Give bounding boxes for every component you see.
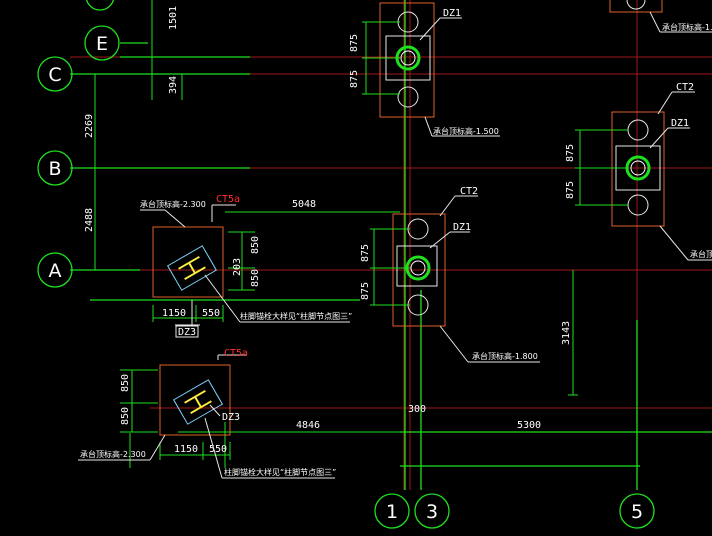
svg-text:3: 3 <box>426 501 438 523</box>
grid-lines-green <box>70 0 712 490</box>
dim-875-c: 875 <box>360 244 371 262</box>
label-dz3-upper: DZ3 <box>178 327 196 338</box>
label-cap-elev-partial-right: 承台顶标高-2.300 <box>690 249 712 259</box>
axis-bubble-b[interactable]: B <box>37 150 73 186</box>
dim-875-b: 875 <box>349 70 360 88</box>
svg-text:A: A <box>49 260 62 282</box>
svg-text:5: 5 <box>631 501 643 523</box>
pile-cap-ct5a-upper[interactable]: 850 203 850 1150 550 CT5a 承台顶标高-2.300 DZ… <box>140 194 352 338</box>
axis-bubble-5[interactable]: 5 <box>619 493 655 529</box>
axis-bubble-e[interactable]: E <box>84 25 148 61</box>
label-dz3-lower: DZ3 <box>222 412 240 423</box>
label-dz1-right: DZ1 <box>671 118 689 129</box>
dim-875-f: 875 <box>565 181 576 199</box>
pile-cap-ct5a-lower[interactable]: 850 850 1150 550 CT5a DZ3 承台顶标高-2.300 柱脚… <box>78 348 336 479</box>
svg-text:1: 1 <box>386 501 398 523</box>
pile-cap-ct2-middle[interactable]: 875 875 CT2 DZ1 承台顶标高-1.800 <box>360 186 540 363</box>
label-cap-elev-2300-upper: 承台顶标高-2.300 <box>140 199 206 209</box>
axis-bubble-c[interactable]: C <box>37 56 73 92</box>
dim-300: 300 <box>408 404 426 415</box>
dim-3143: 3143 <box>561 321 572 345</box>
axis-bubble-a[interactable]: A <box>37 252 73 288</box>
svg-text:B: B <box>48 158 61 180</box>
svg-text:C: C <box>48 64 61 86</box>
label-anchor-note-upper: 柱脚锚栓大样见“柱脚节点图三” <box>240 311 352 321</box>
dim-550-b: 550 <box>209 444 227 455</box>
dim-850-c: 850 <box>120 374 131 392</box>
dim-875-e: 875 <box>565 144 576 162</box>
label-cap-elev-1800: 承台顶标高-1.800 <box>472 351 538 361</box>
label-dz1-top: DZ1 <box>443 8 461 19</box>
pile-cap-ct2-right[interactable]: 875 875 CT2 DZ1 承台顶标高-2.300 <box>565 82 712 261</box>
dim-1501: 1501 <box>168 6 179 30</box>
dim-875-a: 875 <box>349 34 360 52</box>
label-cap-elev-2300-lower: 承台顶标高-2.300 <box>80 449 146 459</box>
dim-850-a: 850 <box>250 236 261 254</box>
dim-394: 394 <box>168 76 179 94</box>
label-anchor-note-lower: 柱脚锚栓大样见“柱脚节点图三” <box>224 467 336 477</box>
label-ct5a-upper: CT5a <box>216 194 240 205</box>
label-cap-elev-1500-top: 承台顶标高-1.500 <box>433 126 499 136</box>
label-ct2-middle: CT2 <box>460 186 478 197</box>
dim-2269: 2269 <box>84 114 95 138</box>
label-ct5a-lower: CT5a <box>224 348 248 359</box>
label-dz1-middle: DZ1 <box>453 222 471 233</box>
axis-bubble-3[interactable]: 3 <box>414 493 450 529</box>
pile-cap-top-right-partial[interactable]: 承台顶标高-1.500 <box>609 0 712 33</box>
dim-5048: 5048 <box>292 199 316 210</box>
pile-cap-dz1-top[interactable]: 875 875 DZ1 承台顶标高-1.500 <box>349 2 500 137</box>
label-cap-elev-1500-right: 承台顶标高-1.500 <box>662 22 712 32</box>
axis-bubble-top-partial <box>85 0 115 11</box>
dim-850-d: 850 <box>120 407 131 425</box>
dim-203: 203 <box>232 258 243 276</box>
axis-bubble-1[interactable]: 1 <box>374 493 410 529</box>
dim-550-a: 550 <box>202 308 220 319</box>
dim-1150-a: 1150 <box>162 308 186 319</box>
dim-2488: 2488 <box>84 208 95 232</box>
dim-875-d: 875 <box>360 282 371 300</box>
label-ct2-right: CT2 <box>676 82 694 93</box>
dim-1150-b: 1150 <box>174 444 198 455</box>
dim-4846: 4846 <box>296 420 320 431</box>
dim-850-b: 850 <box>250 269 261 287</box>
svg-text:E: E <box>96 33 108 55</box>
dim-5300: 5300 <box>517 420 541 431</box>
